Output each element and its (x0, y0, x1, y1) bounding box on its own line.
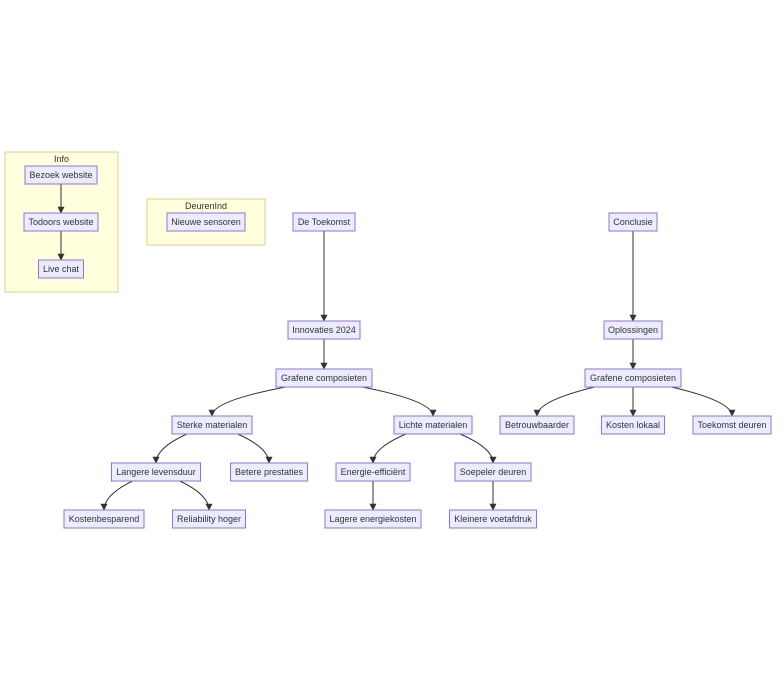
node-box (230, 462, 308, 482)
node-box (24, 165, 98, 185)
cluster-label: Info (54, 154, 69, 164)
edge-graf1-licht (362, 386, 437, 417)
node-box (692, 415, 772, 435)
node-box (584, 368, 682, 388)
node-box (292, 212, 356, 232)
node-label: Todoors website (28, 217, 93, 227)
node-label: De Toekomst (298, 217, 351, 227)
node-box (449, 509, 537, 529)
node-box (63, 509, 145, 529)
node-soepel: Soepeler deuren (454, 462, 532, 482)
node-sensoren: Nieuwe sensoren (166, 212, 246, 232)
edge-langer-reliab (179, 480, 213, 511)
node-label: Toekomst deuren (697, 420, 766, 430)
node-box (172, 509, 246, 529)
node-box (38, 259, 84, 279)
node-label: Nieuwe sensoren (171, 217, 241, 227)
node-box (603, 320, 663, 340)
node-energie: Energie-efficiënt (335, 462, 411, 482)
node-label: Kosten lokaal (606, 420, 660, 430)
node-label: Innovaties 2024 (292, 325, 356, 335)
node-lagere: Lagere energiekosten (324, 509, 422, 529)
node-reliab: Reliability hoger (172, 509, 246, 529)
edge-licht-energie (369, 433, 407, 464)
edge-licht-soepel (459, 433, 497, 464)
node-label: Lagere energiekosten (329, 514, 416, 524)
node-innov: Innovaties 2024 (287, 320, 361, 340)
node-box (324, 509, 422, 529)
node-graf1: Grafene composieten (275, 368, 373, 388)
edge-sterk-langer (152, 433, 188, 464)
node-toekomst: De Toekomst (292, 212, 356, 232)
node-box (499, 415, 575, 435)
node-label: Bezoek website (29, 170, 92, 180)
node-label: Kleinere voetafdruk (454, 514, 532, 524)
cluster-label: DeurenInd (185, 201, 227, 211)
node-label: Lichte materialen (399, 420, 468, 430)
node-todoors: Todoors website (23, 212, 99, 232)
node-box (601, 415, 665, 435)
node-conclusie: Conclusie (608, 212, 658, 232)
node-label: Betrouwbaarder (505, 420, 569, 430)
node-label: Langere levensduur (116, 467, 196, 477)
node-oploss: Oplossingen (603, 320, 663, 340)
edge-langer-kosten (100, 480, 133, 511)
node-label: Energie-efficiënt (341, 467, 406, 477)
node-label: Grafene composieten (281, 373, 367, 383)
node-label: Conclusie (613, 217, 653, 227)
node-kosten: Kostenbesparend (63, 509, 145, 529)
node-kostlok: Kosten lokaal (601, 415, 665, 435)
node-box (111, 462, 201, 482)
node-box (171, 415, 253, 435)
node-sterk: Sterke materialen (171, 415, 253, 435)
node-box (287, 320, 361, 340)
node-box (393, 415, 473, 435)
node-livechat: Live chat (38, 259, 84, 279)
edge-graf2-betrouw (533, 386, 595, 417)
node-graf2: Grafene composieten (584, 368, 682, 388)
node-box (166, 212, 246, 232)
node-label: Kostenbesparend (69, 514, 140, 524)
node-box (23, 212, 99, 232)
node-betere: Betere prestaties (230, 462, 308, 482)
node-label: Live chat (43, 264, 80, 274)
node-label: Sterke materialen (177, 420, 248, 430)
node-label: Grafene composieten (590, 373, 676, 383)
node-label: Reliability hoger (177, 514, 241, 524)
edge-graf2-toekdeur (671, 386, 736, 417)
node-box (608, 212, 658, 232)
node-label: Oplossingen (608, 325, 658, 335)
node-label: Soepeler deuren (460, 467, 527, 477)
node-toekdeur: Toekomst deuren (692, 415, 772, 435)
node-box (275, 368, 373, 388)
node-label: Betere prestaties (235, 467, 304, 477)
node-licht: Lichte materialen (393, 415, 473, 435)
node-betrouw: Betrouwbaarder (499, 415, 575, 435)
node-langer: Langere levensduur (111, 462, 201, 482)
edge-graf1-sterk (208, 386, 286, 417)
node-kleinere: Kleinere voetafdruk (449, 509, 537, 529)
node-box (335, 462, 411, 482)
edge-sterk-betere (237, 433, 273, 464)
node-bezoek: Bezoek website (24, 165, 98, 185)
node-box (454, 462, 532, 482)
